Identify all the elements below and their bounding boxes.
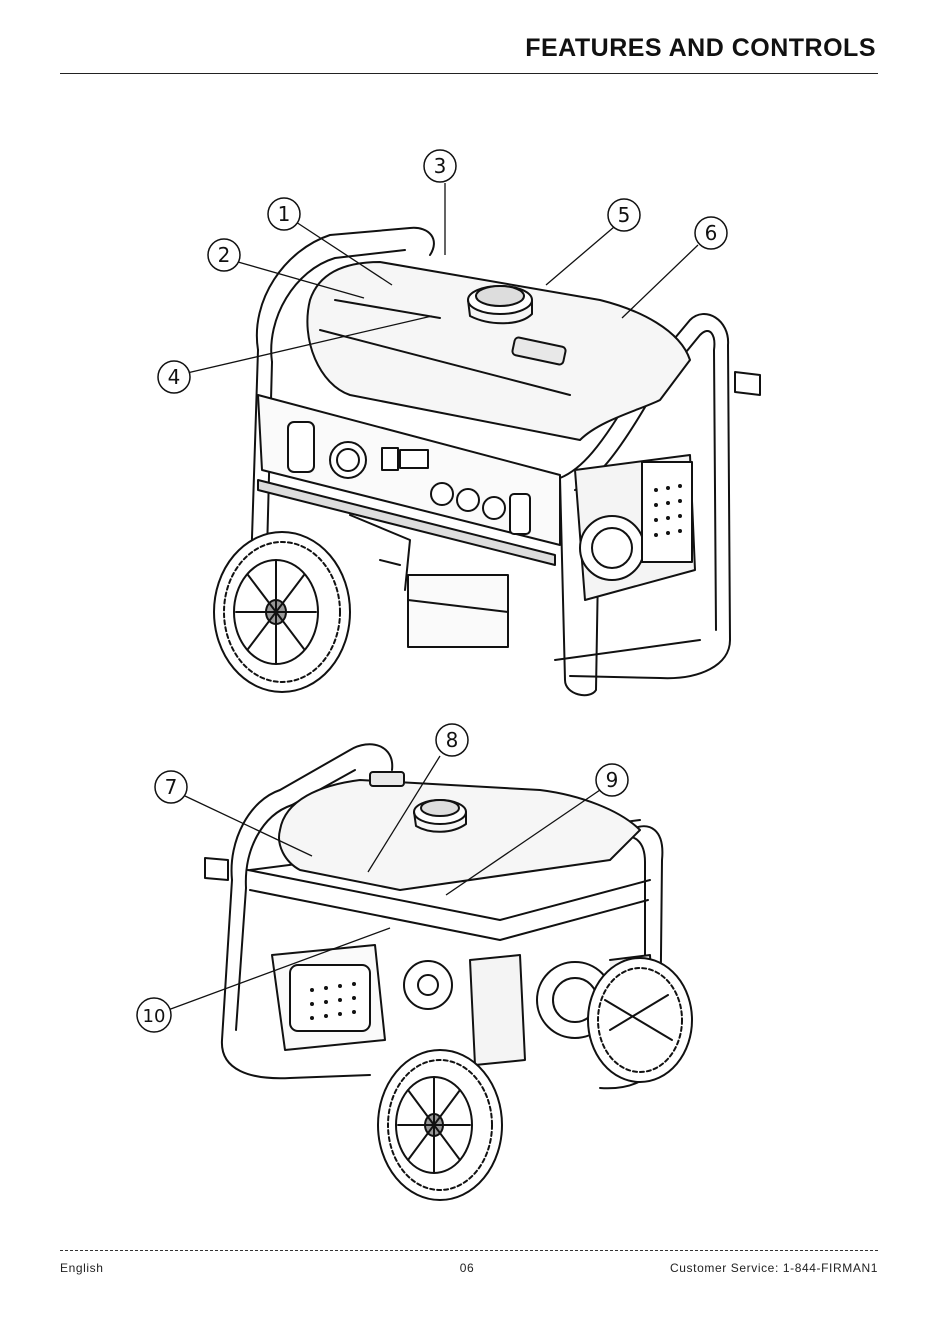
callout-9: 9: [606, 768, 619, 792]
callout-5: 5: [618, 203, 631, 227]
customer-service: Customer Service: 1-844-FIRMAN1: [670, 1261, 878, 1275]
callout-3: 3: [434, 154, 447, 178]
callout-6: 6: [705, 221, 718, 245]
page-title: FEATURES AND CONTROLS: [525, 34, 876, 63]
footer-divider: [60, 1250, 878, 1251]
callout-10: 10: [143, 1006, 166, 1027]
callout-8: 8: [446, 728, 459, 752]
callout-4: 4: [168, 365, 181, 389]
header-divider: [60, 73, 878, 74]
callout-7: 7: [165, 775, 178, 799]
generator-rear-illustration: 7 8 9 10: [0, 715, 934, 1205]
callout-1: 1: [278, 202, 291, 226]
callout-2: 2: [218, 243, 231, 267]
generator-front-illustration: 3 1 2 4 5 6: [0, 140, 934, 710]
